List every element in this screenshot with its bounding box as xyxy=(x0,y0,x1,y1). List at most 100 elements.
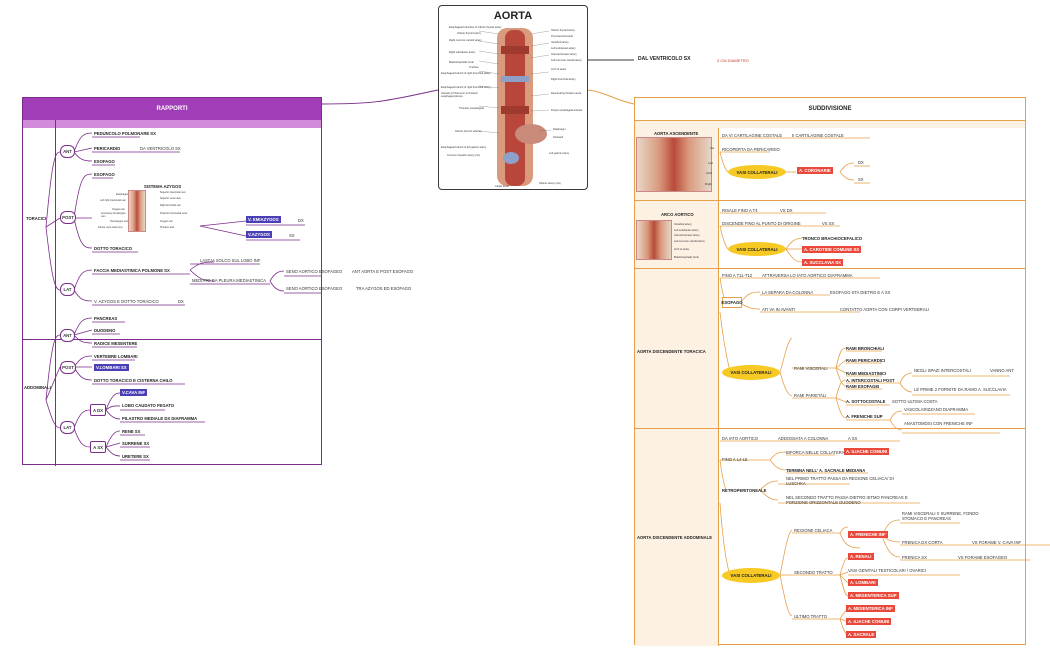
tor-ati[interactable]: ATI VA IN AVANTI xyxy=(762,307,796,312)
surrene-label[interactable]: SURRENE SX xyxy=(122,441,150,446)
asc-sx[interactable]: SX xyxy=(858,177,864,182)
vaz-sub[interactable]: DX xyxy=(178,299,184,304)
arco-tronco[interactable]: TRONCO BRACHIOCEFALICO xyxy=(802,236,863,241)
arco-vasi[interactable]: VASI COLLATERALI xyxy=(728,242,786,256)
arco-l1[interactable]: RISALE FINO A T4 xyxy=(722,208,758,213)
tor-sc-b[interactable]: SOTTO ULTIMA COSTA xyxy=(892,399,938,404)
tor-fr[interactable]: A. FRENICHE SUP xyxy=(846,414,883,419)
add-mesup[interactable]: A. MESENTERICA SUP xyxy=(848,592,899,599)
add-retro[interactable]: RETROPERITONEALE xyxy=(722,488,767,493)
arco-l2[interactable]: DISCENDE FINO AL PUNTO DI ORIGINE xyxy=(722,221,801,226)
tor-esofago[interactable]: ESOFAGO xyxy=(721,297,743,308)
tor-rv-1[interactable]: RAMI PERICARDICI xyxy=(846,358,886,363)
faccia-label[interactable]: FACCIA MEDIASTINICA POLMONE SX xyxy=(94,268,170,273)
add-frsx[interactable]: FRENICA SX xyxy=(902,555,927,560)
emiazygos-box[interactable]: V. EMIAZYGOS xyxy=(246,216,281,223)
add-iliache[interactable]: A. ILIACHE COMUNI xyxy=(844,448,890,455)
azygos-sub[interactable]: SX xyxy=(289,233,295,238)
tor-ic-1[interactable]: NEGLI SPAZI INTERCOSTALI xyxy=(914,368,971,373)
uretere-label[interactable]: URETERE SX xyxy=(122,454,149,459)
asc-label[interactable]: AORTA ASCENDENTE xyxy=(654,131,699,136)
add-secondo[interactable]: SECONDO TRATTO xyxy=(794,570,833,575)
center-node[interactable]: AORTA Esophageal branches of inferior th… xyxy=(438,5,588,190)
add-sacrale[interactable]: A. SACRALE xyxy=(846,631,877,638)
add-genitali[interactable]: VASI GENITALI TESTICOLARI / OVARICI xyxy=(848,568,927,573)
seno1-sub[interactable]: ANT AORTA E POST ESOFAGO xyxy=(352,269,414,274)
add-l1[interactable]: DA IATO AORTICO xyxy=(722,436,759,441)
suddivisione-header[interactable]: SUDDIVISIONE xyxy=(635,98,1025,120)
pericardio-label[interactable]: PERICARDIO xyxy=(94,146,121,151)
pericardio-sub[interactable]: DA VENTRICOLO SX xyxy=(140,146,181,151)
addominale-label[interactable]: AORTA DISCENDENTE ADDOMINALE xyxy=(637,535,712,540)
tor-rv-2[interactable]: RAMI MEDIASTINICI xyxy=(846,371,887,376)
toracici-post-pill[interactable]: POST xyxy=(60,211,76,224)
asc-l1b[interactable]: II CARTILAGINE COSTALE xyxy=(792,133,844,138)
addominali-label[interactable]: ADDOMINALI xyxy=(24,385,51,390)
vaz-label[interactable]: V. AZYGOS E DOTTO TORACICO xyxy=(94,299,159,304)
add-frsx-b[interactable]: VS FORAME ESOFAGEO xyxy=(958,555,1008,560)
asc-dx[interactable]: DX xyxy=(858,160,864,165)
add-renali[interactable]: A. RENALI xyxy=(848,553,874,560)
add-l2[interactable]: FINO A L4-L5 xyxy=(722,457,748,462)
toracici-ant-pill[interactable]: ANT xyxy=(60,145,75,158)
add-termina[interactable]: TERMINA NELL' A. SACRALE MEDIANA xyxy=(786,468,866,473)
side-subtitle[interactable]: 3 CM DIAMETRO xyxy=(717,58,749,63)
toracici-lat-pill[interactable]: LAT xyxy=(60,283,75,296)
lobo-label[interactable]: LOBO CAUDATO FEGATO xyxy=(122,403,175,408)
add-rami-visc[interactable]: RAMI VISCERALI X SURRENE, FONDO STOMACO … xyxy=(902,511,979,521)
rene-label[interactable]: RENE SX xyxy=(122,429,141,434)
dotto-cisterna-label[interactable]: DOTTO TORACICO E CISTERNA CHILO xyxy=(94,378,173,383)
tor-fr-2[interactable]: ANASTOMOSI CON FRENICHE INF xyxy=(904,421,973,426)
pancreas-label[interactable]: PANCREAS xyxy=(94,316,118,321)
asx-pill[interactable]: A SX xyxy=(90,441,106,453)
add-l1b[interactable]: ADDOSSATA A COLONNA xyxy=(778,436,829,441)
add-celiaca[interactable]: REGIONE CELIACA xyxy=(794,528,833,533)
tor-sep-b[interactable]: ESOFAGO STA DIETRO E A SX xyxy=(830,290,891,295)
tor-fr-1[interactable]: VASCOLARIZZANO DIAFRAMMA xyxy=(904,407,969,412)
add-biforca[interactable]: BIFORCA NELLE COLLATERALI xyxy=(786,450,849,455)
asc-l2[interactable]: RICOPERTA DA PERICARDIO xyxy=(722,147,780,152)
pilastro-label[interactable]: PILASTRO MEDIALE DX DIAFRAMMA xyxy=(122,416,198,421)
tor-rv-0[interactable]: RAMI BRONCHIALI xyxy=(846,346,885,351)
add-mesinf[interactable]: A. MESENTERICA INF xyxy=(846,605,895,612)
peduncolo-label[interactable]: PEDUNCOLO POLMONARE SX xyxy=(94,131,156,136)
tor-vasi[interactable]: VASI COLLATERALI xyxy=(722,365,780,380)
seno2-sub[interactable]: TRA AZYGOS ED ESOFAGO xyxy=(356,286,412,291)
asc-l1[interactable]: DA VI CARTILAGINE COSTALE xyxy=(722,133,783,138)
tor-ic-2[interactable]: LE PRIME 2 FORNITE DA RAMO A. SUCCLAVIA xyxy=(914,387,1007,392)
arco-l2b[interactable]: VS SX xyxy=(822,221,835,226)
add-ultimo[interactable]: ULTIMO TRATTO xyxy=(794,614,827,619)
seno2-label[interactable]: SENO AORTICO ESOFAGEO xyxy=(286,286,343,291)
add-freniche-inf[interactable]: A. FRENICHE INF xyxy=(848,531,888,538)
arco-l1b[interactable]: VS DX xyxy=(780,208,793,213)
seno1-label[interactable]: SENO AORTICO ESOFAGEO xyxy=(286,269,343,274)
add-retro1[interactable]: NEL PRIMO TRATTO PASSA DA REGIONE CELIAC… xyxy=(786,476,894,486)
tor-sep[interactable]: LA SEPARA DA COLONNA xyxy=(762,290,814,295)
esofago-post-label[interactable]: ESOFAGO xyxy=(94,172,115,177)
adx-pill[interactable]: A DX xyxy=(90,404,106,416)
vertebre-label[interactable]: VERTEBRE LOMBARI xyxy=(94,354,138,359)
toracica-label[interactable]: AORTA DISCENDENTE TORACICA xyxy=(637,349,706,354)
asc-coronarie[interactable]: A. CORONARIE xyxy=(797,167,833,174)
arco-succlavia[interactable]: A. SUCCLAVIA SX xyxy=(802,259,844,266)
mediato-label[interactable]: MEDIATO DA PLEURA MEDIASTINICA xyxy=(192,278,267,283)
add-lombari[interactable]: A. LOMBARI xyxy=(848,579,878,586)
azygos-box[interactable]: V.AZYGOS xyxy=(246,231,272,238)
arco-label[interactable]: ARCO AORTICO xyxy=(661,212,694,217)
tor-rv-3[interactable]: RAMI ESOFAGEI xyxy=(846,384,880,389)
rapporti-header[interactable]: RAPPORTI xyxy=(23,98,321,120)
tor-ati-b[interactable]: CONTATTO AORTA CON CORPI VERTEBRALI xyxy=(840,307,930,312)
add-frdx-b[interactable]: VS FORAME V. CAVA INF xyxy=(972,540,1022,545)
add-iliache2[interactable]: A. ILIACHE COMUNI xyxy=(846,618,892,625)
add-vasi[interactable]: VASI COLLATERALI xyxy=(722,568,780,583)
tor-ic-1b[interactable]: VANNO ANT xyxy=(990,368,1014,373)
asc-vasi[interactable]: VASI COLLATERALI xyxy=(728,165,786,179)
esofago-ant-label[interactable]: ESOFAGO xyxy=(94,159,115,164)
add-retro2[interactable]: NEL SECONDO TRATTO PASSA DIETRO ISTMO PA… xyxy=(786,495,908,505)
add-l1c[interactable]: A SX xyxy=(848,436,858,441)
vlombari-box[interactable]: V.LOMBARI SX xyxy=(94,364,129,371)
tor-viscerali[interactable]: RAMI VISCERALI xyxy=(794,366,828,371)
addominali-post-pill[interactable]: POST xyxy=(60,361,76,374)
tor-parietali[interactable]: RAMI PARIETALI xyxy=(794,393,827,398)
